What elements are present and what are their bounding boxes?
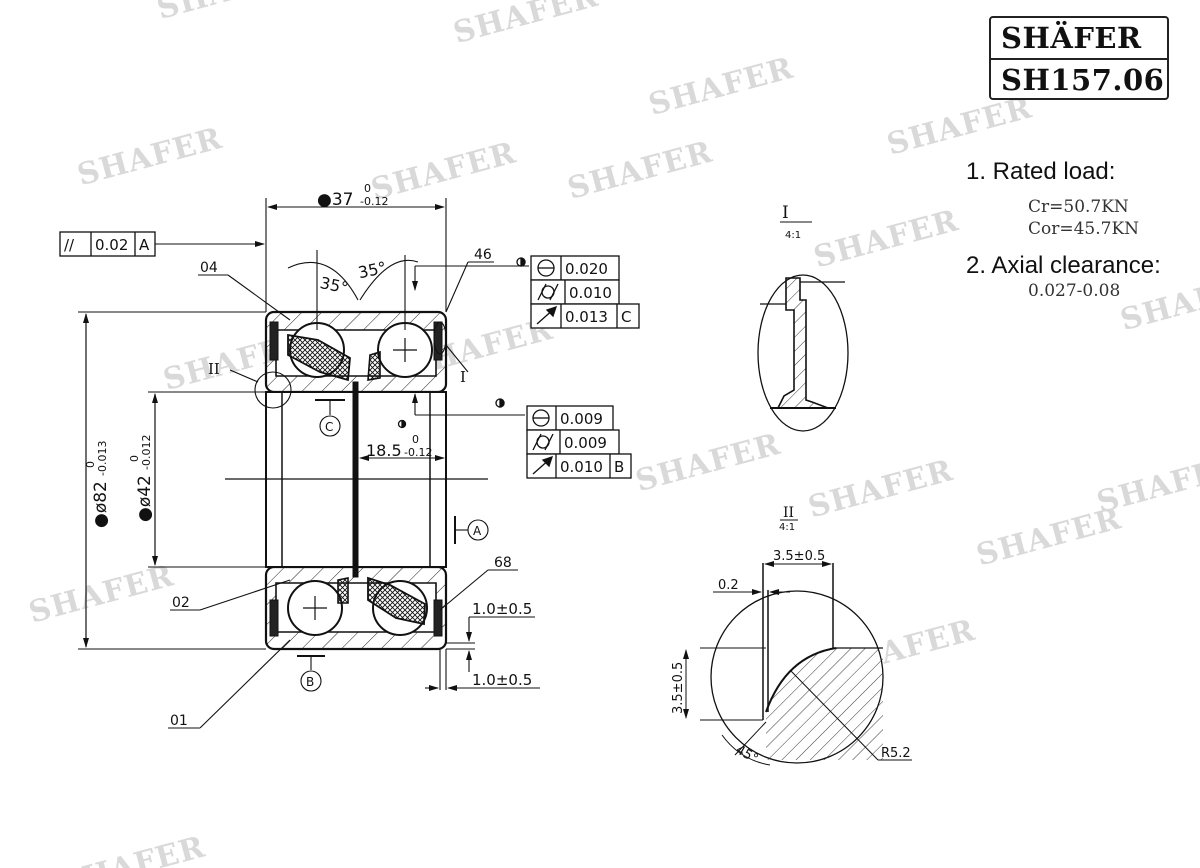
cage-upper-left [287,333,351,382]
outer-ring-tolerance-frame [516,255,640,329]
seal-lower-left [269,599,279,637]
runout-icon [545,305,558,318]
part-label-46: 46 [474,247,492,263]
inner-ring-tolerance-frame [397,398,632,479]
half-width-tol-upper: 0 [412,433,419,446]
width-tol-upper: 0 [364,182,371,195]
axial-clearance-value: 0.027-0.08 [1028,281,1121,301]
cylindricity-icon [537,283,547,301]
chamfer-axial-dimension: 1.0±0.5 [472,671,532,689]
detail-two-label: II [783,505,794,521]
half-width-dimension: 18.5 [366,441,402,460]
static-load-rating: Cor=45.7KN [1028,219,1140,239]
inner-dia-tol-lower: -0.012 [140,435,153,470]
datum-a-label: A [473,524,482,538]
detail-mark-one: I [460,368,466,386]
part-label-68: 68 [494,555,512,571]
cage-lower-right [367,576,426,626]
width-dimension: ●37 [317,190,353,210]
detail-one-view: I 4:1 [757,203,849,432]
detail-one-scale: 4:1 [785,230,801,241]
parallelism-icon: // [64,236,75,254]
detail-two-height-dimension: 3.5±0.5 [671,662,686,714]
inner-diameter-dimension: ●ø42 [135,475,155,522]
part-label-02: 02 [172,595,190,611]
contact-angle-left: 35° [318,273,350,297]
outer-runout-datum: C [621,308,631,326]
datum-c-label: C [325,420,333,434]
detail-two-gap-dimension: 0.2 [718,578,739,593]
part-number: SH157.06 [991,58,1167,100]
parallelism-tolerance-frame: // 0.02 A [59,231,156,257]
brand-name: SHÄFER [1001,21,1142,55]
detail-one-label: I [782,203,789,223]
axial-clearance-heading: 2. Axial clearance: [966,252,1161,279]
part-label-01: 01 [170,713,188,729]
seal-upper-left [269,321,279,361]
outer-diameter-dimension: ●ø82 [91,481,111,528]
outer-cylindricity-value: 0.010 [569,284,612,302]
cage-lower-left [337,577,349,604]
outer-runout-value: 0.013 [565,308,608,326]
dynamic-load-rating: Cr=50.7KN [1028,197,1129,217]
detail-two-view [683,561,912,766]
parallelism-value: 0.02 [95,236,128,254]
outer-roundness-value: 0.020 [565,260,608,278]
seal-lower-right [433,599,443,637]
chamfer-radial-dimension: 1.0±0.5 [472,600,532,618]
bearing-section-view [225,310,488,651]
detail-mark-two: II [208,360,220,378]
half-width-tol-lower: -0.12 [404,446,432,459]
dimension-lines [78,198,540,729]
inner-roundness-value: 0.009 [560,410,603,428]
cage-upper-right [367,350,381,381]
outer-dia-tol-upper: 0 [84,461,97,468]
detail-two-scale: 4:1 [779,522,795,533]
outer-dia-tol-lower: -0.013 [96,441,109,476]
parallelism-datum: A [139,236,150,254]
cylindricity-icon [549,283,559,301]
specifications-panel: 1. Rated load: Cr=50.7KN Cor=45.7KN 2. A… [966,158,1196,302]
runout-icon [541,455,554,468]
contact-angle-right: 35° [356,258,388,282]
detail-two-radius: R5.2 [881,746,911,761]
datum-b-label: B [306,675,314,689]
inner-runout-value: 0.010 [560,458,603,476]
part-label-04: 04 [200,260,218,276]
inner-runout-datum: B [614,458,624,476]
inner-dia-tol-upper: 0 [128,455,141,462]
detail-two-width-dimension: 3.5±0.5 [773,549,825,564]
rated-load-heading: 1. Rated load: [966,158,1116,185]
title-block: SHÄFER SH157.06 [989,16,1169,100]
cylindricity-icon [532,433,542,451]
width-tol-lower: -0.12 [360,195,388,208]
inner-cylindricity-value: 0.009 [564,434,607,452]
cylindricity-icon [544,433,554,451]
